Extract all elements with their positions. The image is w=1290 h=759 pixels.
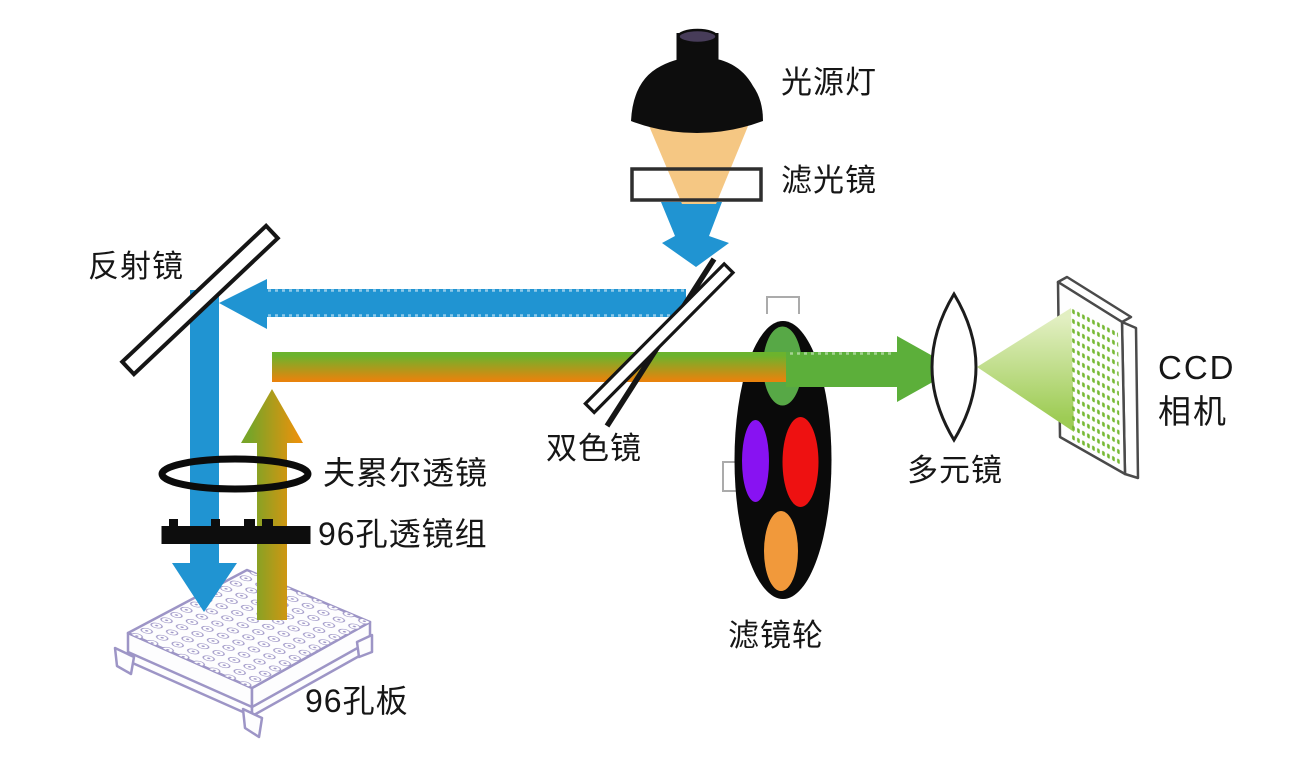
multi-element-lens <box>930 291 978 443</box>
lens-array-tick <box>244 519 255 526</box>
label-reflector: 反射镜 <box>88 249 184 284</box>
excitation-arrowhead-down <box>172 563 237 612</box>
excitation-beam-horizontal <box>262 289 686 317</box>
lens-array-tick <box>169 519 178 526</box>
emission-green-shaft <box>786 352 898 387</box>
excitation-arrow-from-lamp <box>661 202 729 267</box>
light-source-lamp <box>631 33 763 133</box>
lamp-light-cone <box>644 114 753 204</box>
emission-beam-band <box>272 352 788 382</box>
lens-array-bar <box>161 519 311 544</box>
lens-array-tick <box>211 519 220 526</box>
focused-light-cone <box>977 308 1074 432</box>
fresnel-lens-ring <box>158 455 312 493</box>
plate-foot-front <box>241 707 264 739</box>
label-multi-lens: 多元镜 <box>907 453 1003 488</box>
label-excitation-filter: 滤光镜 <box>781 163 877 198</box>
label-filter-wheel: 滤镜轮 <box>728 618 824 653</box>
label-fresnel-lens: 夫累尔透镜 <box>323 455 489 491</box>
plate-rim-line <box>127 639 371 709</box>
lamp-dome <box>631 57 763 133</box>
emission-green-arrowhead <box>897 336 956 402</box>
lamp-cap <box>677 28 718 45</box>
filter-wheel-red-filter <box>782 417 819 507</box>
lens-array-tick <box>262 519 273 526</box>
excitation-arrowhead-left <box>219 279 267 329</box>
reflector-mirror <box>119 222 281 378</box>
ccd-sensor-dots <box>1070 306 1120 467</box>
label-dichroic: 双色镜 <box>546 431 642 466</box>
dichroic-mirror <box>583 261 736 415</box>
label-lens-array: 96孔透镜组 <box>318 516 488 552</box>
label-ccd-line1: CCD <box>1158 349 1236 386</box>
plate-foot-right <box>355 633 374 659</box>
filter-wheel-orange-filter <box>764 511 798 591</box>
plate-foot-left <box>113 646 136 676</box>
label-light-source: 光源灯 <box>781 65 877 100</box>
label-ccd-line2: 相机 <box>1158 393 1228 430</box>
emission-up-head <box>241 389 303 443</box>
filter-wheel-purple-filter <box>742 420 769 502</box>
emission-beam-green <box>786 336 956 402</box>
excitation-filter <box>630 167 763 202</box>
guide-bracket-top <box>766 296 800 314</box>
label-ccd-camera: CCD 相机 <box>1158 346 1236 434</box>
plate-wells-grid <box>128 570 370 688</box>
label-well-plate: 96孔板 <box>305 683 409 719</box>
